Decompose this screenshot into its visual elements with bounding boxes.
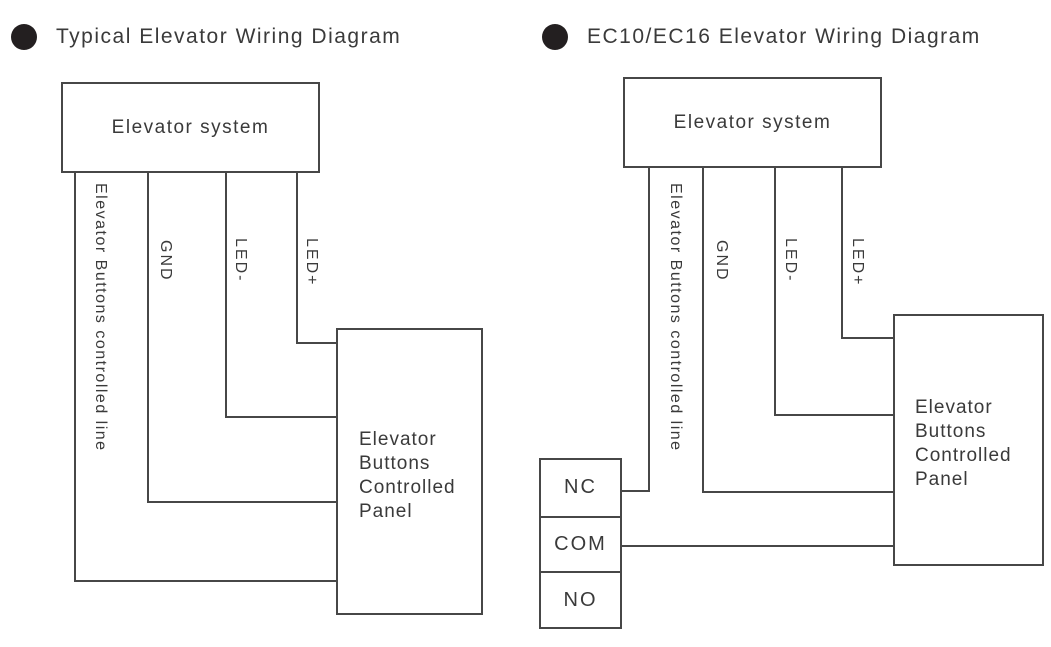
right-buttons-panel-box: Elevator Buttons Controlled Panel <box>893 314 1044 566</box>
panel-label-line: Buttons <box>359 453 431 474</box>
right-wire-buttons-line-to-nc <box>622 168 650 492</box>
left-elevator-system-label: Elevator system <box>111 116 270 138</box>
right-wire-label-gnd: GND <box>713 240 730 282</box>
left-wire-label-gnd: GND <box>157 240 174 282</box>
right-wire-label-buttons-line: Elevator Buttons controlled line <box>667 183 684 452</box>
bullet-icon <box>542 24 568 50</box>
right-elevator-system-label: Elevator system <box>673 111 832 133</box>
panel-label-line: Controlled <box>915 445 1012 466</box>
left-elevator-system-box: Elevator system <box>61 82 320 173</box>
right-elevator-system-box: Elevator system <box>623 77 882 168</box>
left-buttons-panel-label: Elevator Buttons Controlled Panel <box>359 428 456 524</box>
panel-label-line: Elevator <box>915 397 993 418</box>
right-wire-gnd <box>702 168 893 493</box>
left-wire-led-minus <box>225 173 336 418</box>
left-diagram-title-text: Typical Elevator Wiring Diagram <box>56 25 402 48</box>
relay-terminal-com: COM <box>541 515 620 572</box>
panel-label-line: Elevator <box>359 429 437 450</box>
left-wire-label-buttons-line: Elevator Buttons controlled line <box>92 183 109 452</box>
left-wire-label-led-minus: LED- <box>232 238 249 283</box>
left-wire-led-plus <box>296 173 336 344</box>
panel-label-line: Buttons <box>915 421 987 442</box>
right-wire-label-led-plus: LED+ <box>849 238 866 287</box>
relay-terminal-nc: NC <box>564 476 597 499</box>
right-wire-led-minus <box>774 168 893 416</box>
relay-terminal-block: NC COM NO <box>539 458 622 629</box>
left-buttons-panel-box: Elevator Buttons Controlled Panel <box>336 328 483 615</box>
right-diagram-title: EC10/EC16 Elevator Wiring Diagram <box>542 24 981 50</box>
right-buttons-panel-label: Elevator Buttons Controlled Panel <box>915 396 1012 492</box>
left-wire-buttons-line <box>74 173 336 582</box>
panel-label-line: Panel <box>359 501 413 522</box>
panel-label-line: Controlled <box>359 477 456 498</box>
right-diagram-title-text: EC10/EC16 Elevator Wiring Diagram <box>587 25 981 48</box>
bullet-icon <box>11 24 37 50</box>
right-wire-led-plus <box>841 168 893 339</box>
right-wire-label-led-minus: LED- <box>782 238 799 283</box>
left-diagram-title: Typical Elevator Wiring Diagram <box>11 24 401 50</box>
panel-label-line: Panel <box>915 469 969 490</box>
left-wire-label-led-plus: LED+ <box>303 238 320 287</box>
left-wire-gnd <box>147 173 336 503</box>
relay-terminal-no: NO <box>541 571 620 627</box>
